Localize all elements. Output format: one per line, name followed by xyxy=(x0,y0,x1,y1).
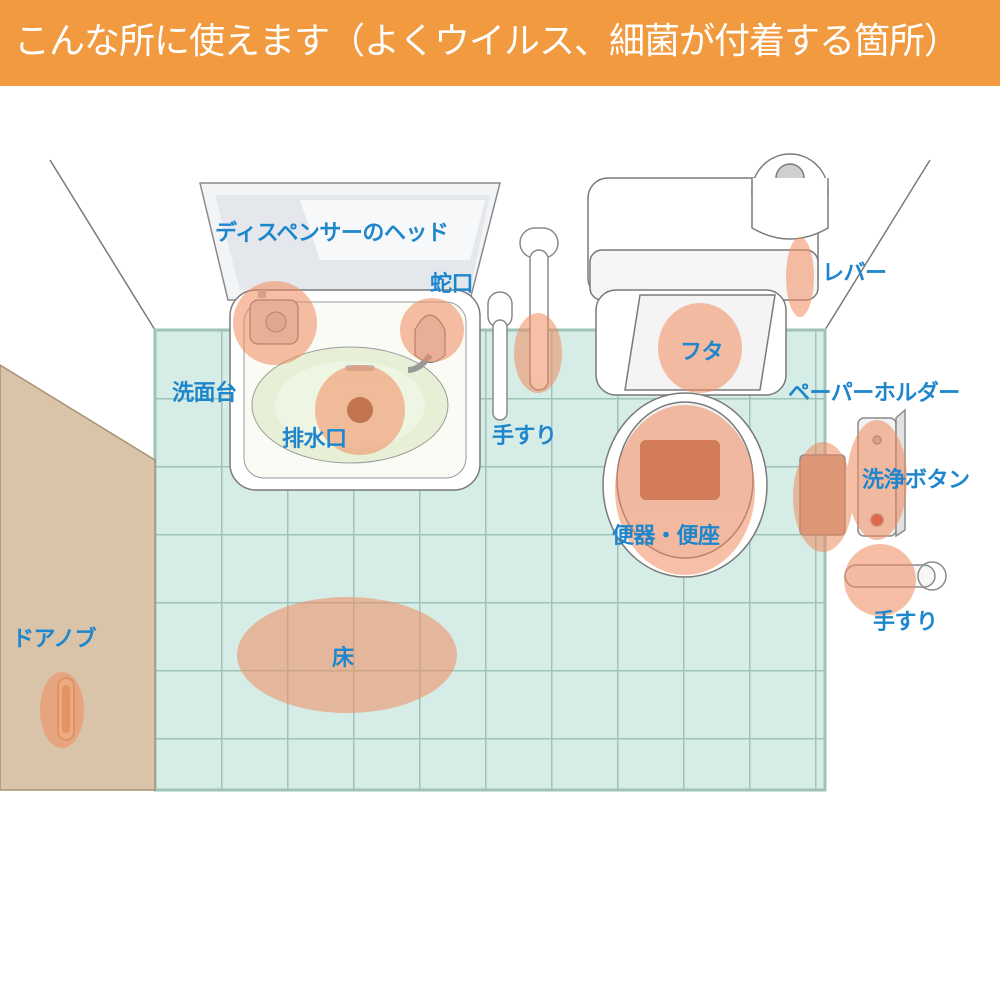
label-floor: 床 xyxy=(332,646,354,672)
highlight-dispenser xyxy=(233,281,317,365)
label-dispenser-head: ディスペンサーのヘッド xyxy=(215,221,455,247)
highlight-paper-holder xyxy=(793,442,853,552)
label-handrail-wall: 手すり xyxy=(492,424,557,450)
highlight-faucet xyxy=(400,298,464,362)
highlight-handrail-right xyxy=(844,544,916,616)
label-door-knob: ドアノブ xyxy=(12,627,96,653)
label-flush-button: 洗浄ボタン xyxy=(862,468,970,494)
highlight-door-knob xyxy=(40,672,84,748)
label-lid: フタ xyxy=(680,340,723,366)
highlight-handrail-wall xyxy=(514,313,562,393)
label-toilet-seat: 便器・便座 xyxy=(612,524,720,550)
highlight-lever xyxy=(786,237,814,317)
label-washbasin: 洗面台 xyxy=(172,381,237,407)
label-handrail-right: 手すり xyxy=(873,610,938,636)
label-lever: レバー xyxy=(822,261,887,287)
label-paper-holder: ペーパーホルダー xyxy=(788,381,960,407)
label-faucet: 蛇口 xyxy=(430,272,473,298)
label-drain: 排水口 xyxy=(282,427,347,453)
